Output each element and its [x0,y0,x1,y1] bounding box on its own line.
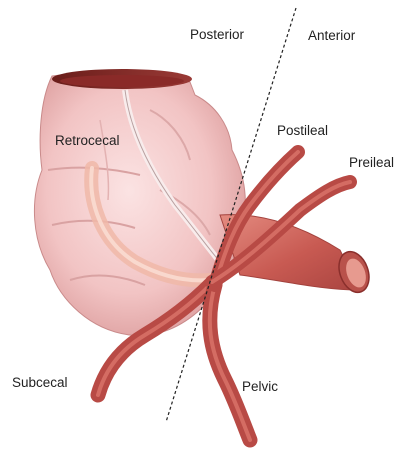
label-subcecal: Subcecal [12,376,68,390]
label-preileal: Preileal [349,156,394,170]
label-postileal: Postileal [277,124,328,138]
label-pelvic: Pelvic [242,380,278,394]
label-retrocecal: Retrocecal [55,134,120,148]
label-posterior: Posterior [190,28,244,42]
label-anterior: Anterior [308,29,355,43]
